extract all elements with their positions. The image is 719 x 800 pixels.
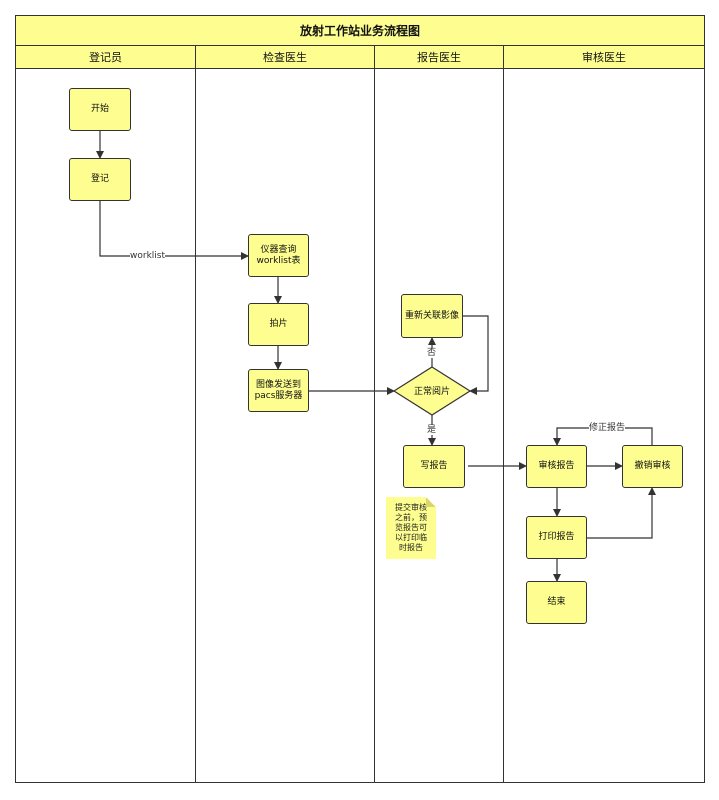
note-line: 以打印临 — [395, 533, 427, 542]
edge-label-yes: 是 — [427, 425, 437, 435]
node-cancel-review: 撤销审核 — [622, 445, 683, 488]
note-line: 览报告可 — [395, 523, 427, 532]
node-send-line1: 图像发送到 — [255, 379, 301, 390]
node-start: 开始 — [69, 88, 131, 131]
lane-header-review-doctor: 审核医生 — [503, 45, 705, 69]
lane-divider-1 — [195, 69, 196, 783]
edge-label-no: 否 — [427, 348, 437, 358]
lane-header-exam-doctor: 检查医生 — [195, 45, 375, 69]
node-send-line2: pacs服务器 — [254, 390, 303, 401]
edge-print-cancel — [587, 487, 656, 539]
node-query-line1: 仪器查询 — [260, 244, 297, 255]
node-write-report: 写报告 — [403, 445, 465, 488]
lane-divider-3 — [503, 69, 504, 783]
note-line: 提交审核 — [395, 503, 427, 512]
lane-header-report-doctor: 报告医生 — [374, 45, 504, 69]
note-line: 时报告 — [399, 543, 423, 552]
lane-divider-2 — [374, 69, 375, 783]
node-relink-image: 重新关联影像 — [401, 294, 463, 338]
diagram-frame — [15, 15, 705, 783]
note-fold-corner — [426, 497, 436, 507]
edge-label-worklist: worklist — [130, 251, 165, 261]
note-preview-print: 提交审核 之前，预 览报告可 以打印临 时报告 — [386, 497, 436, 559]
node-print-report: 打印报告 — [526, 516, 587, 559]
edge-register-query — [99, 201, 249, 260]
edge-relink-decision — [463, 315, 489, 395]
node-register: 登记 — [69, 158, 131, 201]
node-review-report: 审核报告 — [526, 445, 587, 488]
decision-node — [392, 366, 472, 416]
node-end: 结束 — [526, 581, 587, 624]
edge-label-fix-report: 修正报告 — [589, 423, 626, 433]
diagram-title: 放射工作站业务流程图 — [15, 15, 705, 46]
note-line: 之前，预 — [395, 513, 427, 522]
node-query-line2: worklist表 — [256, 255, 301, 266]
node-decision-label: 正常阅片 — [413, 387, 450, 397]
node-shoot: 拍片 — [248, 303, 309, 346]
